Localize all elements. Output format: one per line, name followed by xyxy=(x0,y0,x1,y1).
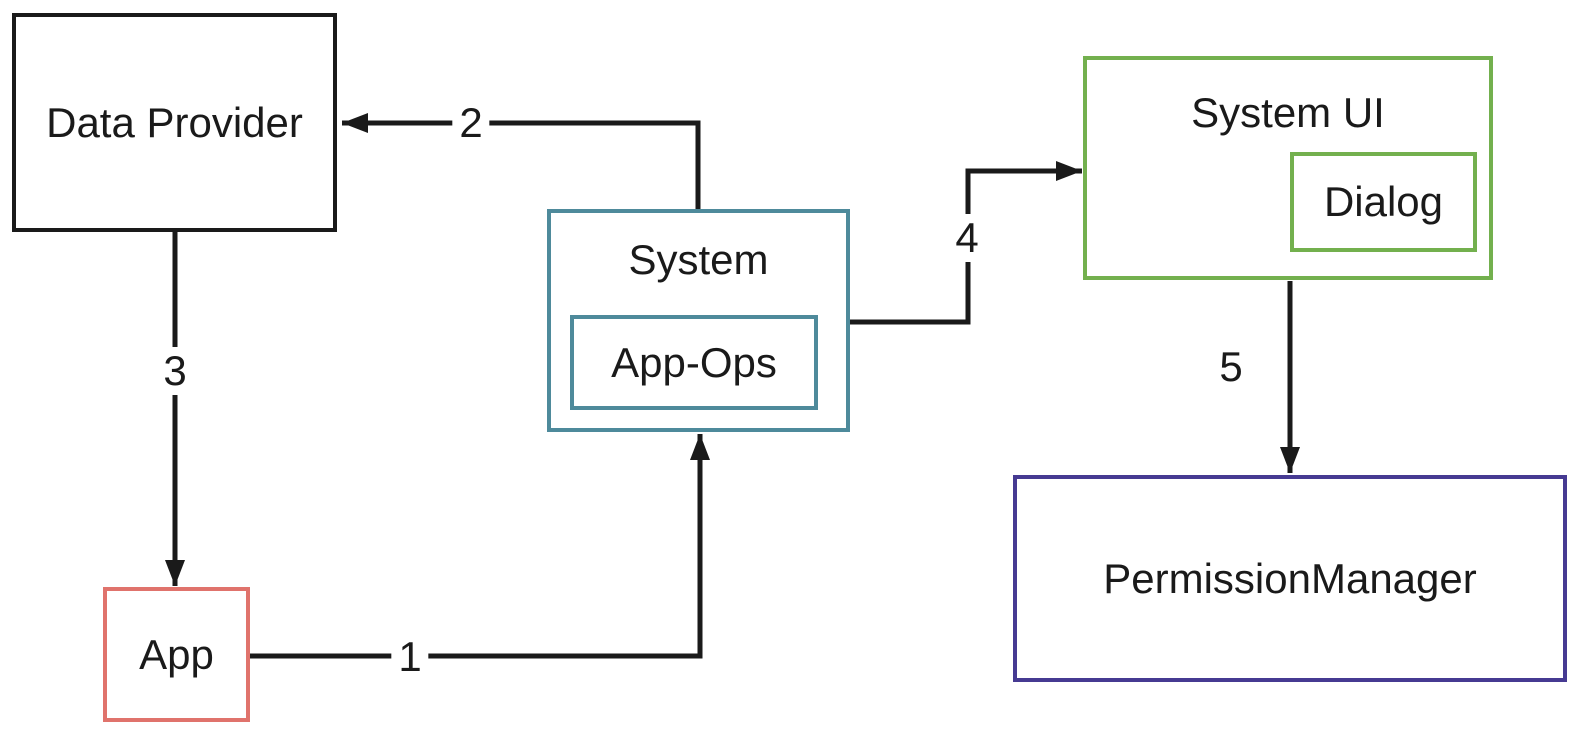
system-ui-box: System UI Dialog xyxy=(1083,56,1493,280)
arrow-1-label: 1 xyxy=(391,633,429,681)
permission-manager-label: PermissionManager xyxy=(1103,554,1477,602)
arrow-1-line xyxy=(250,434,710,659)
arrow-5-label: 5 xyxy=(1212,343,1250,391)
system-label: System xyxy=(628,236,769,283)
arrow-2-line xyxy=(342,113,701,209)
dialog-label: Dialog xyxy=(1323,178,1444,225)
app-ops-label: App-Ops xyxy=(611,338,777,386)
arrow-2-label: 2 xyxy=(452,99,490,147)
system-box: System App-Ops xyxy=(547,209,850,432)
dialog-box: Dialog xyxy=(1290,152,1477,252)
data-provider-label: Data Provider xyxy=(46,98,303,146)
arrow-4-label: 4 xyxy=(948,214,986,262)
system-ui-label: System UI xyxy=(1191,89,1385,136)
app-label: App xyxy=(139,630,214,678)
app-box: App xyxy=(103,587,250,722)
app-ops-box: App-Ops xyxy=(570,315,818,410)
data-provider-box: Data Provider xyxy=(12,13,337,232)
permission-manager-box: PermissionManager xyxy=(1013,475,1567,682)
arrow-3-label: 3 xyxy=(156,347,194,395)
